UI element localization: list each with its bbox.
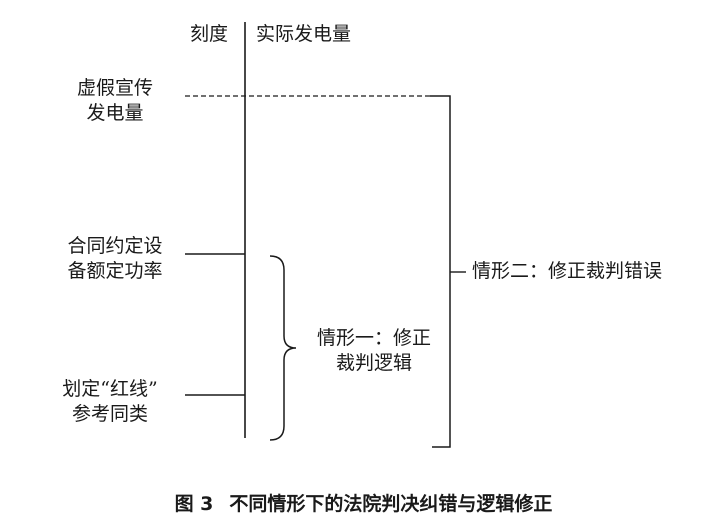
scenario-two-label: 情形二：修正裁判错误 <box>472 260 663 282</box>
scenario-one-brace <box>269 255 297 441</box>
contract-line2: 备额定功率 <box>67 260 163 282</box>
figure-caption: 图 3 不同情形下的法院判决纠错与逻辑修正 <box>0 489 727 516</box>
redline-line2: 参考同类 <box>71 403 148 425</box>
false-advertised-line1: 虚假宣传 <box>76 77 153 99</box>
scale-header: 刻度 <box>190 23 229 45</box>
redline-label: 划定“红线” 参考同类 <box>46 377 174 427</box>
false-advertised-line2: 发电量 <box>86 102 144 124</box>
scenario-one-label: 情形一：修正 裁判逻辑 <box>300 326 448 376</box>
false-advertised-label: 虚假宣传 发电量 <box>60 76 170 126</box>
figure-number: 图 3 <box>174 493 214 515</box>
scenario-one-line1: 情形一：修正 <box>316 327 431 349</box>
contract-line1: 合同约定设 <box>67 235 163 257</box>
contract-power-label: 合同约定设 备额定功率 <box>55 234 175 284</box>
actual-generation-header: 实际发电量 <box>256 23 352 45</box>
scenario-one-line2: 裁判逻辑 <box>335 352 412 374</box>
scenario-two-bracket <box>430 95 451 448</box>
redline-line1: 划定“红线” <box>62 378 158 400</box>
figure-title: 不同情形下的法院判决纠错与逻辑修正 <box>229 493 553 515</box>
